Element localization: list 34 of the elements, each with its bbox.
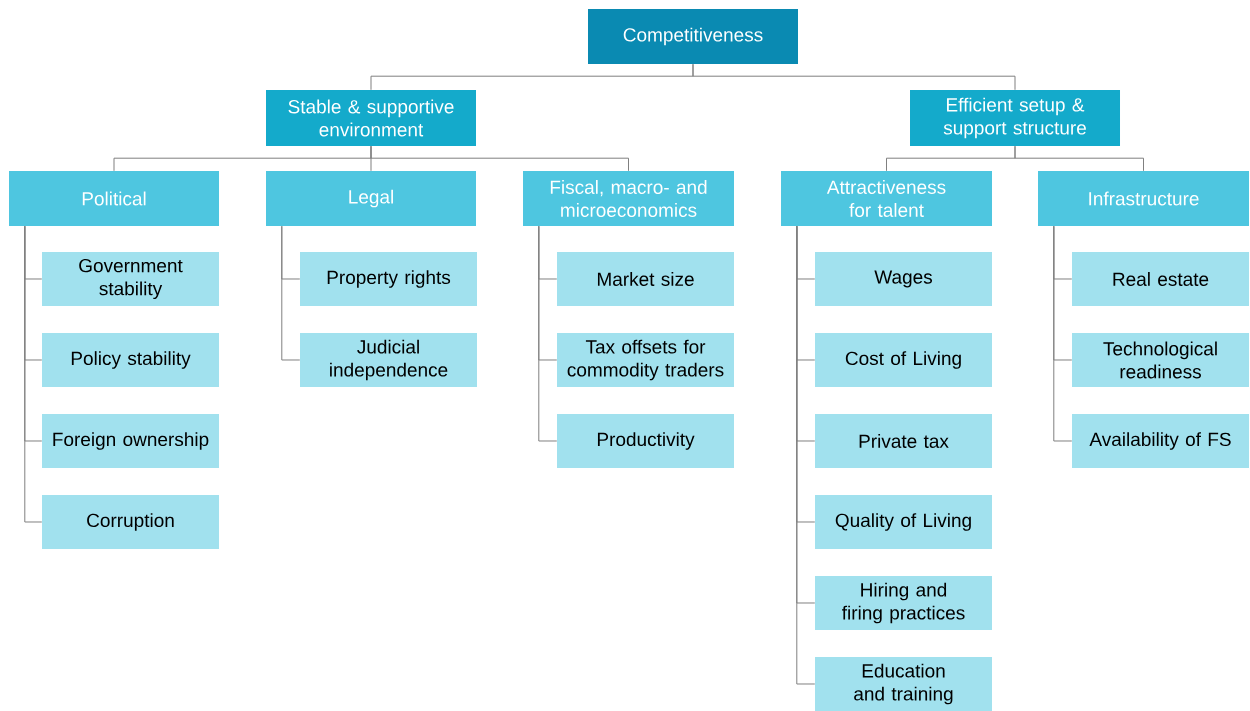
- factor-box: Policy stability: [42, 333, 219, 387]
- factor-box: Judicial independence: [300, 333, 477, 387]
- factor-box: Wages: [815, 252, 992, 306]
- connector-line: [24, 225, 43, 523]
- factor-box: Market size: [557, 252, 734, 306]
- factor-box: Education and training: [815, 657, 992, 711]
- connector-line: [796, 225, 816, 685]
- connector-line: [1053, 225, 1073, 442]
- connector-line: [538, 225, 558, 442]
- factor-box: Tax offsets for commodity traders: [557, 333, 734, 387]
- factor-box: Cost of Living: [815, 333, 992, 387]
- connector-line: [281, 225, 301, 361]
- subcategory-box: Political: [9, 171, 219, 226]
- category-box: Efficient setup & support structure: [910, 90, 1120, 146]
- subcategory-box: Attractiveness for talent: [781, 171, 992, 226]
- factor-box: Availability of FS: [1072, 414, 1249, 468]
- factor-box: Hiring and firing practices: [815, 576, 992, 630]
- connector-line: [1014, 145, 1144, 172]
- factor-box: Foreign ownership: [42, 414, 219, 468]
- factor-box: Technological readiness: [1072, 333, 1249, 387]
- subcategory-box: Infrastructure: [1038, 171, 1249, 226]
- factor-box: Government stability: [42, 252, 219, 306]
- factor-box: Quality of Living: [815, 495, 992, 549]
- subcategory-box: Fiscal, macro- and microeconomics: [523, 171, 734, 226]
- factor-box: Real estate: [1072, 252, 1249, 306]
- connector-line: [692, 63, 1016, 91]
- connector-line: [370, 145, 629, 172]
- category-box: Stable & supportive environment: [266, 90, 476, 146]
- factor-box: Corruption: [42, 495, 219, 549]
- subcategory-box: Legal: [266, 171, 476, 226]
- factor-box: Property rights: [300, 252, 477, 306]
- factor-box: Productivity: [557, 414, 734, 468]
- root-box: Competitiveness: [588, 9, 798, 64]
- factor-box: Private tax: [815, 414, 992, 468]
